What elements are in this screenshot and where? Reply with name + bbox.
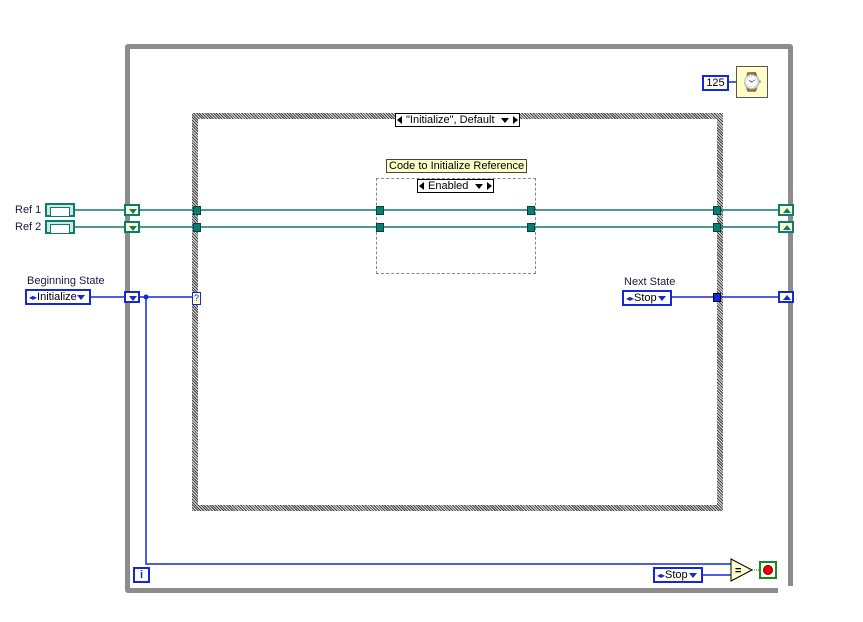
increment-icon[interactable] xyxy=(513,116,518,124)
case-selector-value: "Initialize", Default xyxy=(406,114,495,126)
ref2-control[interactable] xyxy=(45,220,75,234)
disable-selector[interactable]: Enabled xyxy=(417,179,494,193)
shift-register-left-ref1[interactable] xyxy=(124,204,140,216)
next-state-label: Next State xyxy=(624,276,676,288)
state-compare-wire xyxy=(145,297,732,565)
wire-junction xyxy=(143,294,149,300)
case-tunnel[interactable] xyxy=(193,206,201,215)
case-tunnel[interactable] xyxy=(713,223,721,232)
case-tunnel-state[interactable] xyxy=(713,293,721,302)
shift-register-right-ref1[interactable] xyxy=(778,204,794,216)
loop-corner xyxy=(778,586,794,594)
case-tunnel[interactable] xyxy=(713,206,721,215)
iteration-terminal[interactable]: i xyxy=(133,567,150,583)
equal-node[interactable]: = xyxy=(730,558,754,582)
ref1-label: Ref 1 xyxy=(15,204,42,216)
disable-tunnel[interactable] xyxy=(527,223,535,232)
stop-icon xyxy=(763,565,773,575)
disable-selector-value: Enabled xyxy=(428,180,469,192)
beginning-state-control[interactable]: ◂▸Initialize xyxy=(25,289,91,305)
ref1-control[interactable] xyxy=(45,203,75,217)
shift-register-right-state[interactable] xyxy=(778,291,794,303)
disable-structure-label: Code to Initialize Reference xyxy=(386,159,528,173)
beginning-state-value: Initialize xyxy=(37,291,77,303)
case-selector-label[interactable]: "Initialize", Default xyxy=(395,113,520,127)
shift-register-left-ref2[interactable] xyxy=(124,221,140,233)
next-state-constant[interactable]: ◂▸Stop xyxy=(622,290,672,306)
increment-icon[interactable] xyxy=(487,182,492,190)
disable-tunnel[interactable] xyxy=(376,206,384,215)
wait-timer-icon[interactable]: ⌚ xyxy=(736,66,768,98)
disable-tunnel[interactable] xyxy=(376,223,384,232)
ref2-label: Ref 2 xyxy=(15,221,42,233)
equal-operator: = xyxy=(735,565,741,577)
shift-register-right-ref2[interactable] xyxy=(778,221,794,233)
beginning-state-label: Beginning State xyxy=(27,275,105,287)
while-loop[interactable] xyxy=(125,44,793,593)
wait-ms-constant[interactable]: 125 xyxy=(702,75,729,91)
decrement-icon[interactable] xyxy=(419,182,424,190)
chevron-down-icon[interactable] xyxy=(475,184,483,189)
stop-constant-value: Stop xyxy=(665,569,688,581)
disable-tunnel[interactable] xyxy=(527,206,535,215)
shift-register-left-state[interactable] xyxy=(124,291,140,303)
next-state-value: Stop xyxy=(634,292,657,304)
chevron-down-icon[interactable] xyxy=(501,118,509,123)
stop-constant[interactable]: ◂▸Stop xyxy=(653,567,703,583)
case-selector-terminal[interactable]: ? xyxy=(192,292,201,305)
decrement-icon[interactable] xyxy=(397,116,402,124)
case-structure[interactable] xyxy=(192,113,723,511)
case-tunnel[interactable] xyxy=(193,223,201,232)
stop-terminal[interactable] xyxy=(759,561,777,579)
